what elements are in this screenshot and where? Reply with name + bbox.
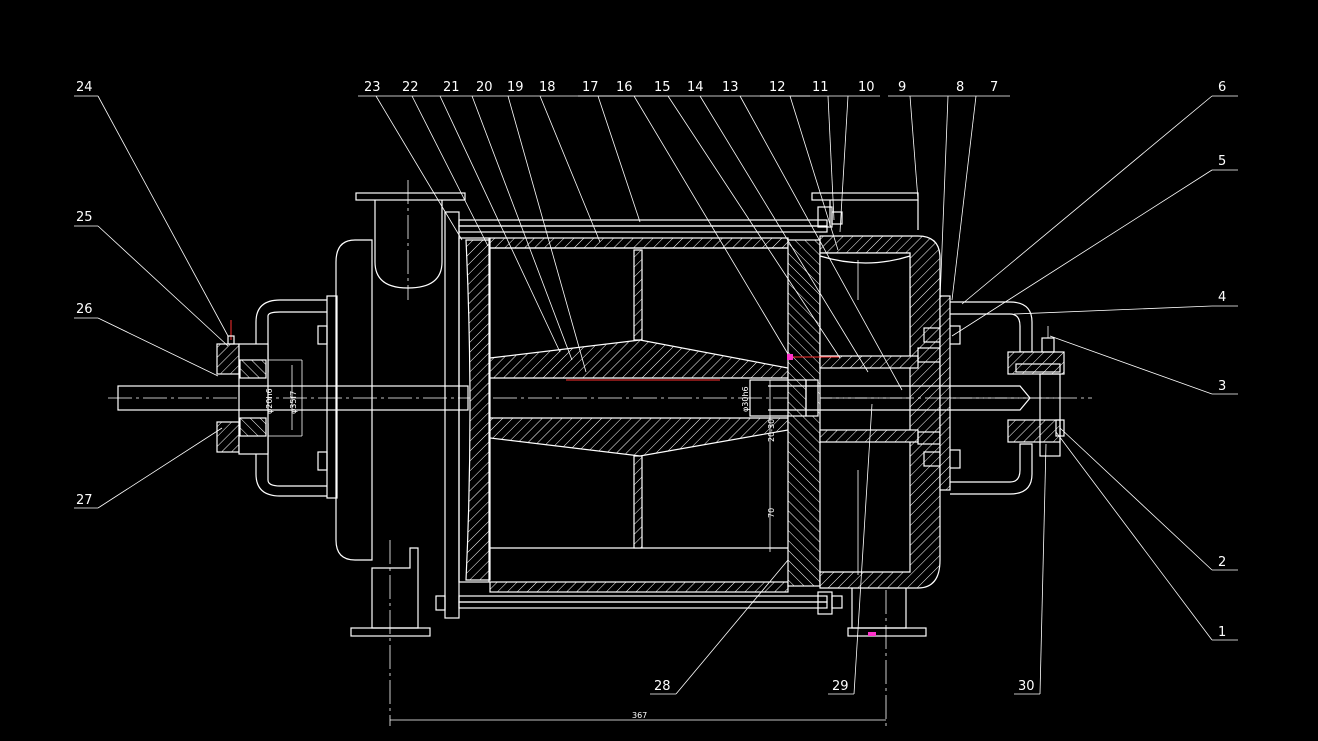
labels-left: 24 25 26 27 bbox=[76, 80, 93, 508]
part-label: 12 bbox=[769, 80, 786, 95]
left-end-cover bbox=[317, 180, 466, 726]
part-label: 16 bbox=[616, 80, 633, 95]
part-label: 28 bbox=[654, 679, 671, 694]
shaft-dia-b-dimension: φ35f7 bbox=[289, 391, 298, 414]
dimensions: 367 φ20h6 φ35f7 φ30h6 20-30 70 bbox=[265, 385, 886, 721]
part-label: 30 bbox=[1018, 679, 1035, 694]
leader-lines bbox=[74, 95, 1238, 695]
part-label: 23 bbox=[364, 80, 381, 95]
part-label: 25 bbox=[76, 210, 93, 225]
part-label: 10 bbox=[858, 80, 875, 95]
part-label: 21 bbox=[443, 80, 460, 95]
part-label: 17 bbox=[582, 80, 599, 95]
pump-assembly bbox=[108, 180, 1092, 726]
right-end-cover bbox=[787, 192, 961, 726]
shaft-dia-a-dimension: φ20h6 bbox=[265, 388, 274, 414]
labels-bottom: 28 29 30 bbox=[654, 679, 1035, 694]
part-label: 8 bbox=[956, 80, 964, 95]
part-label: 22 bbox=[402, 80, 419, 95]
part-label: 2 bbox=[1218, 555, 1226, 570]
part-label: 24 bbox=[76, 80, 93, 95]
part-label: 26 bbox=[76, 302, 93, 317]
part-label: 19 bbox=[507, 80, 524, 95]
part-label: 29 bbox=[832, 679, 849, 694]
part-label: 4 bbox=[1218, 290, 1226, 305]
cylinder-shell bbox=[435, 206, 843, 615]
part-label: 13 bbox=[722, 80, 739, 95]
impeller bbox=[489, 239, 821, 587]
part-label: 5 bbox=[1218, 154, 1226, 169]
part-label: 20 bbox=[476, 80, 493, 95]
part-label: 6 bbox=[1218, 80, 1226, 95]
part-label: 3 bbox=[1218, 379, 1226, 394]
part-label: 9 bbox=[898, 80, 906, 95]
labels-right: 6 5 4 3 2 1 bbox=[1218, 80, 1226, 640]
part-label: 14 bbox=[687, 80, 704, 95]
left-bearing-housing bbox=[216, 299, 327, 497]
part-label: 11 bbox=[812, 80, 829, 95]
vane-height-dimension: 70 bbox=[767, 508, 776, 518]
part-label: 1 bbox=[1218, 625, 1226, 640]
left-side-plate bbox=[444, 211, 491, 619]
part-label: 15 bbox=[654, 80, 671, 95]
part-label: 18 bbox=[539, 80, 556, 95]
part-label: 7 bbox=[990, 80, 998, 95]
base-span-dimension: 367 bbox=[632, 711, 647, 720]
labels-top: 23 22 21 20 19 18 17 16 15 14 13 12 11 1… bbox=[364, 80, 998, 95]
hub-dia-dimension: φ30h6 bbox=[741, 386, 750, 412]
bore-dia-dimension: 20-30 bbox=[767, 419, 776, 442]
part-label: 27 bbox=[76, 493, 93, 508]
right-bearing-housing bbox=[950, 301, 1065, 495]
